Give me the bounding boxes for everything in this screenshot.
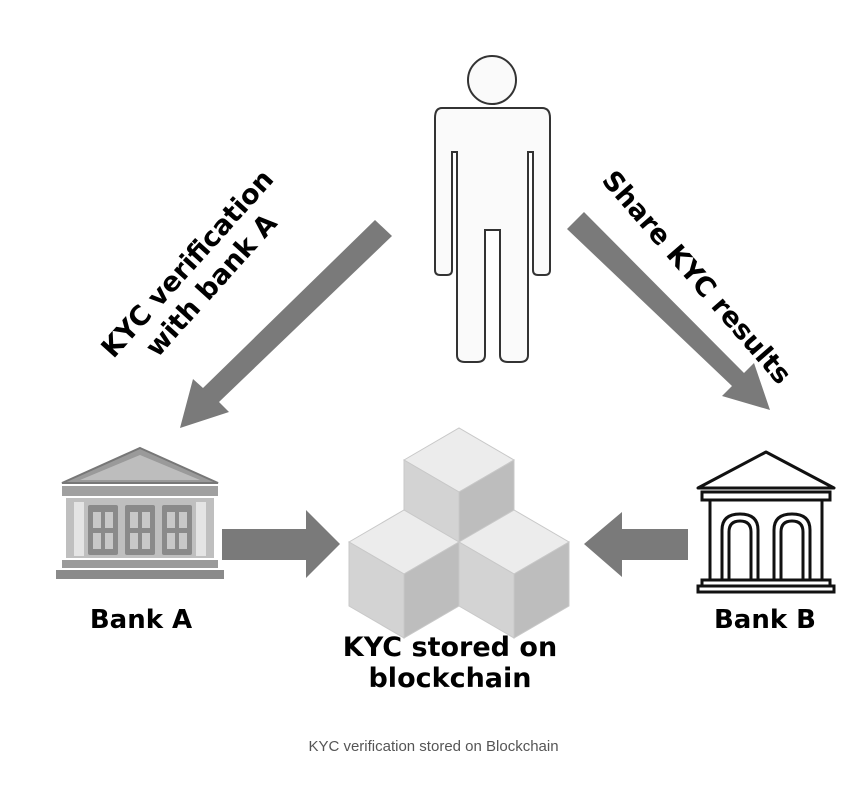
bank-outline-icon bbox=[696, 450, 836, 594]
arrow-person-to-bank-b bbox=[567, 212, 770, 410]
blockchain-label: KYC stored on blockchain bbox=[342, 632, 558, 695]
arrow-bank-b-to-blockchain bbox=[584, 512, 688, 577]
bank-a-label: Bank A bbox=[89, 605, 193, 635]
person-icon bbox=[434, 55, 551, 363]
arrow-person-to-bank-a bbox=[180, 220, 392, 428]
arrow-bank-a-to-blockchain bbox=[222, 510, 340, 578]
bank-b-label: Bank B bbox=[713, 605, 817, 635]
figure-caption: KYC verification stored on Blockchain bbox=[308, 738, 559, 755]
bank-building-icon bbox=[56, 446, 224, 579]
cubes-icon bbox=[348, 427, 570, 639]
